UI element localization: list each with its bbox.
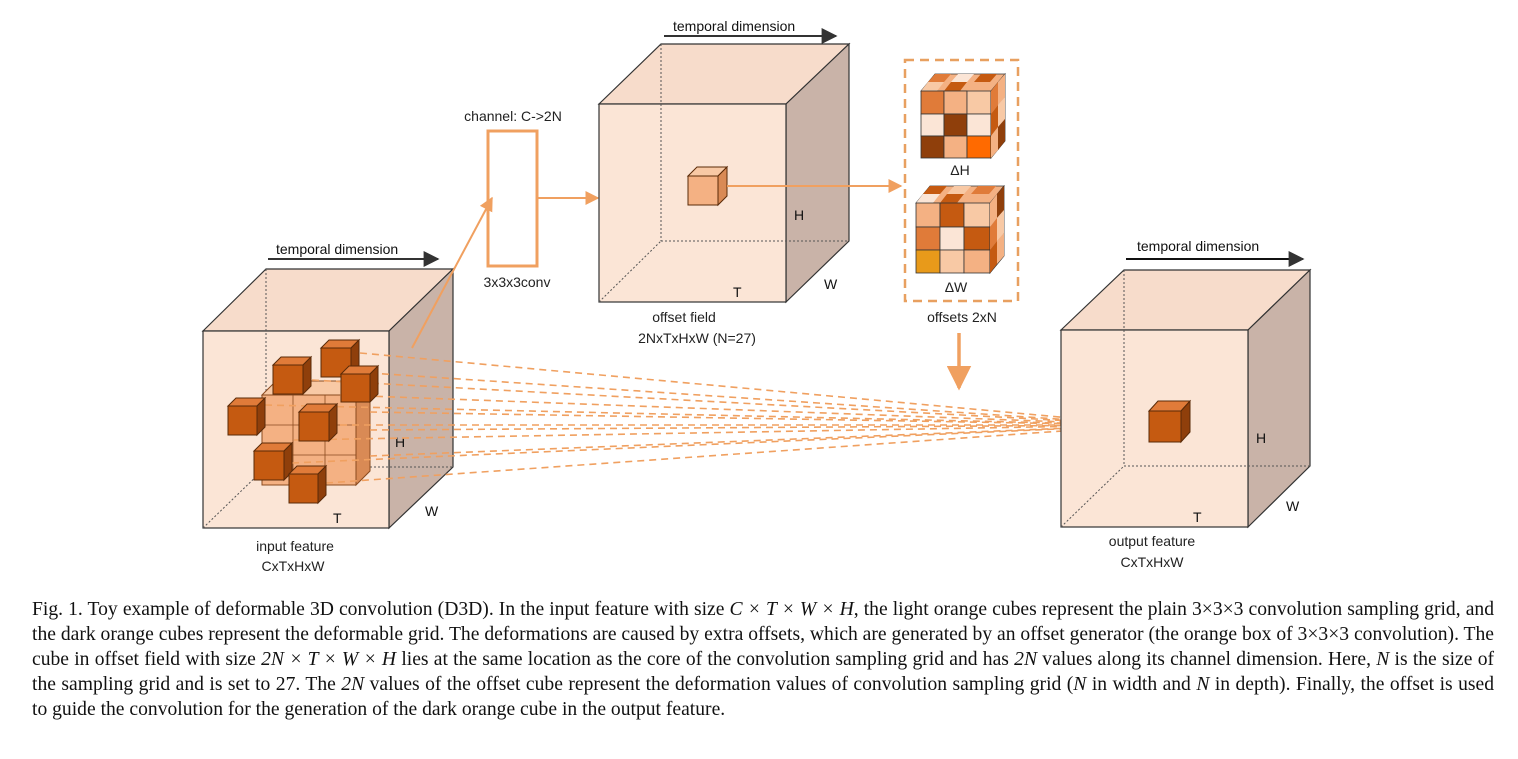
offsets-label: offsets 2xN (927, 309, 997, 325)
offset-axis-w: W (824, 276, 838, 292)
deformable-cube (287, 464, 328, 505)
delta-w-cube (915, 184, 1005, 275)
deformable-cube (297, 402, 339, 443)
input-temporal-label: temporal dimension (276, 241, 398, 257)
deformable-cube (252, 441, 294, 482)
input-axis-w: W (425, 503, 439, 519)
delta-h-cube (920, 72, 1006, 160)
offset-temporal-label: temporal dimension (673, 18, 795, 34)
offset-field-dims: 2NxTxHxW (N=27) (638, 330, 756, 346)
caption-math: 2N (1014, 649, 1038, 670)
caption-part: Fig. 1. Toy example of deformable 3D con… (32, 599, 730, 620)
input-to-conv-arrow (411, 196, 493, 349)
output-feature-box: temporal dimension H T W output feature … (1059, 238, 1312, 570)
caption-part: values along its channel dimension. Here… (1037, 649, 1377, 670)
deformable-cube (339, 364, 380, 404)
offsets-box: ΔH ΔW offsets 2 (903, 58, 1020, 325)
output-axis-h: H (1256, 430, 1266, 446)
figure-caption: Fig. 1. Toy example of deformable 3D con… (32, 597, 1494, 722)
output-cube (1147, 399, 1192, 444)
output-axis-w: W (1286, 498, 1300, 514)
caption-math: C × T × W × H (729, 599, 854, 620)
sampling-dashed-lines (264, 352, 1148, 484)
output-feature-dims: CxTxHxW (1121, 554, 1185, 570)
input-feature-dims: CxTxHxW (262, 558, 326, 574)
deformable-cube (271, 355, 313, 396)
caption-part: in depth). Finally, the offset is used t… (32, 674, 1494, 720)
caption-math: N (1196, 674, 1210, 695)
conv-channel-label: channel: C->2N (464, 108, 562, 124)
output-temporal-arrow: temporal dimension (1126, 238, 1305, 267)
offset-axis-h: H (794, 207, 804, 223)
caption-part: values of the offset cube represent the … (364, 674, 1074, 695)
conv-kernel-label: 3x3x3conv (484, 274, 551, 290)
caption-part: , the light orange cubes represent the p… (32, 599, 1494, 670)
deformable-cubes (226, 338, 380, 505)
input-axis-t: T (333, 510, 342, 526)
output-temporal-label: temporal dimension (1137, 238, 1259, 254)
output-axis-t: T (1193, 509, 1202, 525)
caption-math: 2N × T × W × H (261, 649, 397, 670)
d3d-diagram: temporal dimension H T W input feature C… (201, 18, 1312, 574)
offset-cube (686, 165, 729, 207)
caption-math: N (1073, 674, 1087, 695)
caption-math: 2N (341, 674, 365, 695)
input-temporal-arrow: temporal dimension (268, 241, 440, 267)
caption-text: Fig. 1. Toy example of deformable 3D con… (32, 597, 1494, 722)
deformable-cube (226, 396, 267, 437)
caption-part: is the size of the sampling grid and is … (32, 649, 1495, 695)
delta-h-label: ΔH (950, 162, 969, 178)
caption-part: lies at the same location as the core of… (396, 649, 1015, 670)
offset-axis-t: T (733, 284, 742, 300)
caption-part: in width and (1086, 674, 1197, 695)
caption-math: N (1376, 649, 1390, 670)
delta-w-label: ΔW (945, 279, 968, 295)
input-feature-label: input feature (256, 538, 334, 554)
offset-field-box: temporal dimension H T W offset field 2N… (597, 18, 851, 346)
input-axis-h: H (395, 434, 405, 450)
offset-field-label: offset field (652, 309, 716, 325)
offset-temporal-arrow: temporal dimension (664, 18, 838, 44)
output-feature-label: output feature (1109, 533, 1196, 549)
